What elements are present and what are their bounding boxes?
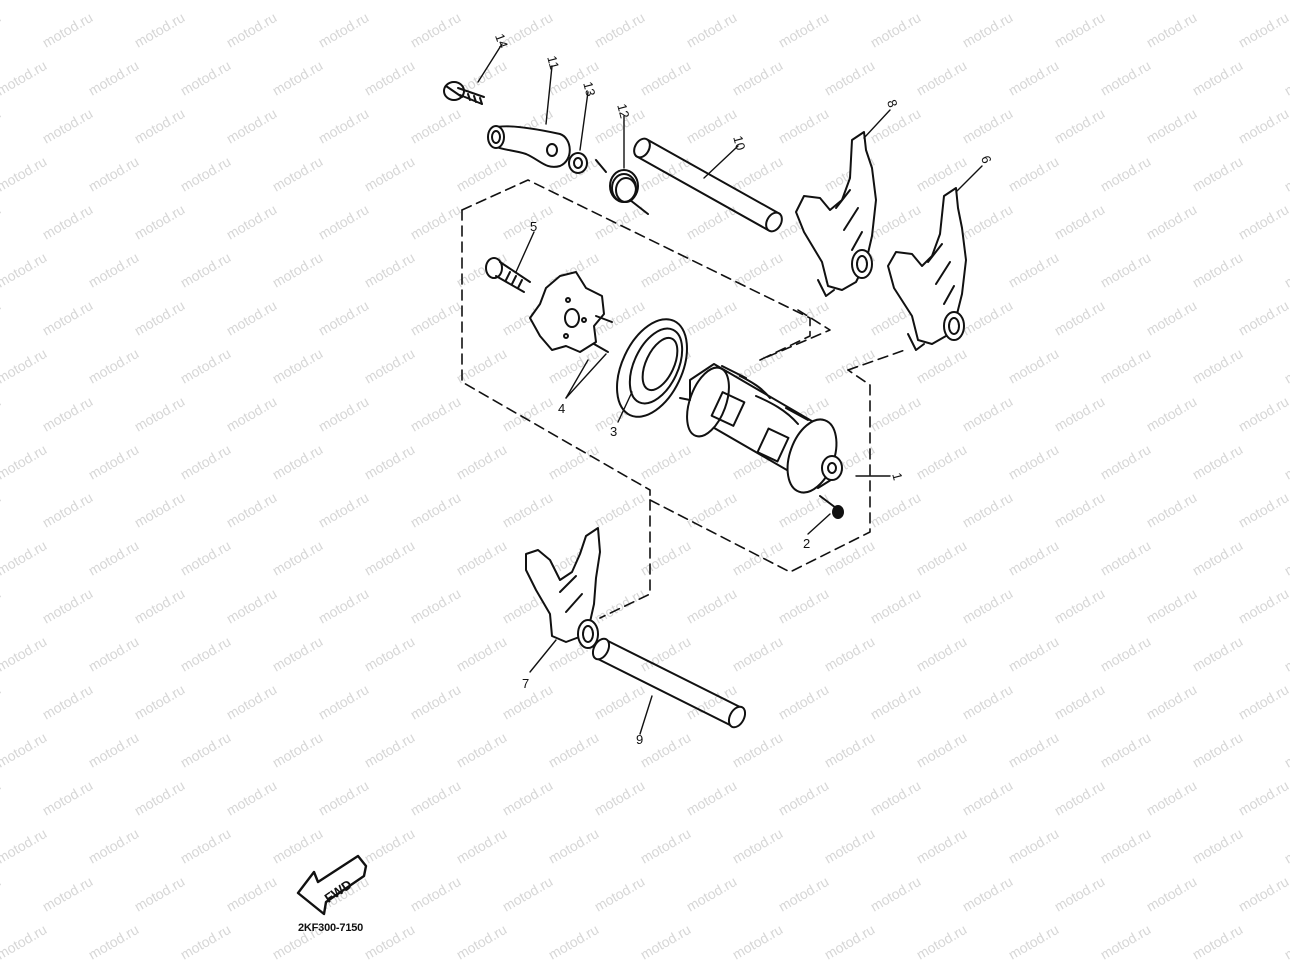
- part-14-bolt: [443, 81, 485, 105]
- part-5-screw: [485, 257, 531, 293]
- callout-2: 2: [803, 536, 810, 551]
- part-9-shaft: [591, 637, 747, 729]
- part-3-bearing: [616, 318, 688, 418]
- part-7-fork: [525, 527, 601, 649]
- callout-6: 6: [978, 154, 995, 166]
- callout-13: 13: [580, 80, 598, 98]
- part-6-fork: [887, 187, 967, 351]
- assembly-boundary: [461, 179, 906, 619]
- callout-1: 1: [889, 471, 905, 482]
- diagram-code: 2KF300-7150: [298, 922, 364, 934]
- leader-lines: [477, 43, 983, 735]
- callout-11: 11: [544, 54, 562, 71]
- callout-3: 3: [610, 424, 617, 439]
- callout-9: 9: [636, 732, 643, 747]
- shift-drum: [679, 363, 843, 494]
- callout-labels: 14 11 13 12 10 8 6 5 4 3 1 2 7 9 FWD: [322, 32, 995, 906]
- part-12-spring: [595, 159, 649, 215]
- callout-12: 12: [614, 102, 632, 120]
- part-11-arm: [487, 125, 571, 168]
- part-13-washer: [568, 152, 588, 174]
- segment-plate: [529, 271, 613, 353]
- callout-10: 10: [730, 134, 748, 152]
- callout-7: 7: [522, 676, 529, 691]
- callout-8: 8: [884, 98, 901, 110]
- part-8-fork: [795, 131, 877, 297]
- part-10-shaft: [633, 137, 783, 233]
- fwd-arrow-icon: [296, 854, 368, 916]
- part-2-screw: [819, 495, 844, 519]
- callout-14: 14: [492, 32, 511, 51]
- callout-4: 4: [558, 401, 565, 416]
- callout-5: 5: [530, 219, 537, 234]
